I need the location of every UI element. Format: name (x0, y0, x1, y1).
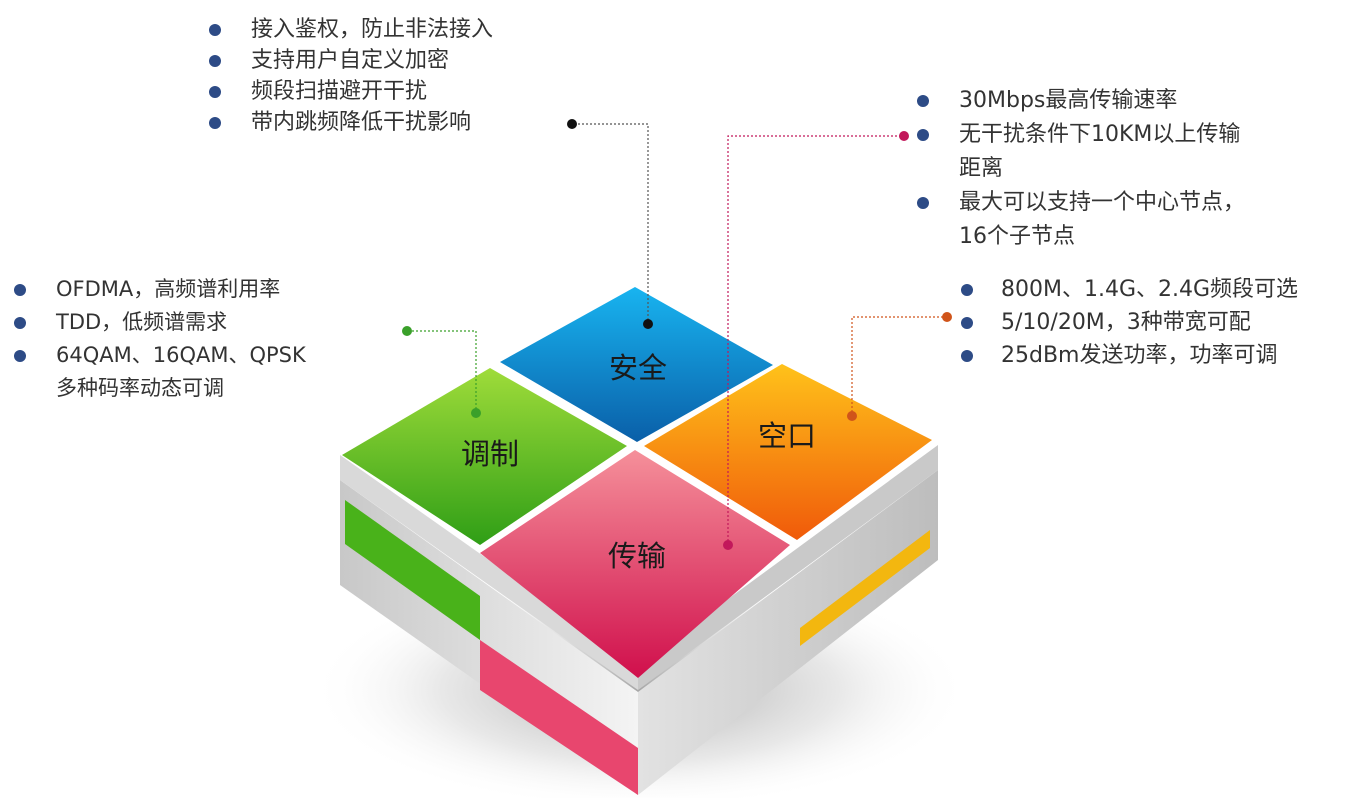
modulation-connector-dot (471, 408, 481, 418)
security-tile (500, 287, 773, 442)
air-connector-end-dot (942, 312, 952, 322)
bullet-icon (14, 284, 26, 296)
security-connector (573, 123, 649, 324)
air-interface-feature-list: 800M、1.4G、2.4G频段可选 5/10/20M，3种带宽可配 25dBm… (957, 273, 1298, 372)
top-rim-left (340, 455, 638, 690)
security-connector-dot (643, 319, 653, 329)
list-item: 25dBm发送功率，功率可调 (957, 339, 1298, 372)
list-item: 30Mbps最高传输速率 (913, 84, 1245, 118)
list-item: 接入鉴权，防止非法接入 (205, 14, 493, 45)
transmission-connector (727, 135, 903, 545)
list-item: 无干扰条件下10KM以上传输距离 (913, 118, 1245, 186)
bullet-icon (961, 317, 973, 329)
security-tile-label: 安全 (609, 351, 667, 385)
bullet-icon (209, 55, 221, 67)
list-item: OFDMA，高频谱利用率 (10, 273, 306, 306)
list-item: 频段扫描避开干扰 (205, 76, 493, 107)
bullet-icon (917, 95, 929, 107)
bullet-icon (14, 317, 26, 329)
yellow-side-stripe (800, 530, 930, 646)
green-side-stripe (345, 500, 480, 640)
bullet-icon (917, 197, 929, 209)
air-interface-tile (644, 364, 932, 540)
top-rim-right (638, 445, 938, 690)
bullet-icon (961, 350, 973, 362)
air-connector-dot (847, 411, 857, 421)
bullet-icon (209, 117, 221, 129)
transmission-connector-dot (723, 540, 733, 550)
transmission-feature-list: 30Mbps最高传输速率 无干扰条件下10KM以上传输距离 最大可以支持一个中心… (913, 84, 1245, 254)
list-item: TDD，低频谱需求 (10, 306, 306, 339)
list-item: 支持用户自定义加密 (205, 45, 493, 76)
bullet-icon (14, 350, 26, 362)
modulation-tile-label: 调制 (461, 437, 519, 471)
security-connector-end-dot (567, 119, 577, 129)
transmission-tile (480, 450, 790, 678)
bullet-icon (917, 129, 929, 141)
base-right-side (638, 470, 938, 795)
modulation-connector (408, 330, 477, 413)
bullet-icon (209, 86, 221, 98)
modulation-connector-end-dot (402, 326, 412, 336)
air-interface-tile-label: 空口 (758, 419, 816, 453)
list-item: 800M、1.4G、2.4G频段可选 (957, 273, 1298, 306)
security-feature-list: 接入鉴权，防止非法接入 支持用户自定义加密 频段扫描避开干扰 带内跳频降低干扰影… (205, 14, 493, 138)
list-item: 最大可以支持一个中心节点，16个子节点 (913, 186, 1245, 254)
bullet-icon (209, 24, 221, 36)
pink-side-stripe (480, 640, 638, 795)
transmission-connector-end-dot (899, 131, 909, 141)
list-item: 5/10/20M，3种带宽可配 (957, 306, 1298, 339)
list-item: 带内跳频降低干扰影响 (205, 107, 493, 138)
modulation-tile (342, 368, 627, 545)
air-connector (851, 316, 946, 416)
transmission-tile-label: 传输 (608, 539, 666, 573)
bullet-icon (961, 284, 973, 296)
